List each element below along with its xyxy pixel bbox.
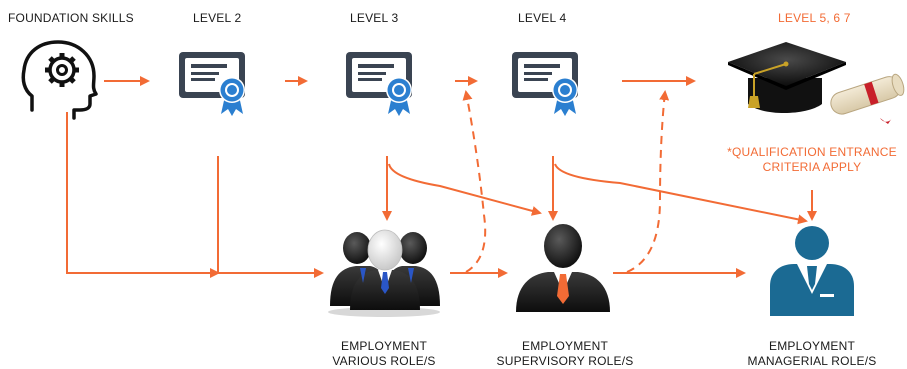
label-employment-supervisory: EMPLOYMENT SUPERVISORY ROLE/S [497, 339, 634, 369]
arrow-level3-to-supervisory [388, 163, 542, 216]
label-level-4: LEVEL 4 [518, 11, 567, 25]
team-group-icon [328, 229, 440, 317]
label-level-3: LEVEL 3 [350, 11, 399, 25]
various-line-2: VARIOUS ROLE/S [332, 354, 436, 368]
label-foundation-skills: FOUNDATION SKILLS [8, 11, 134, 25]
entrance-criteria-note: *QUALIFICATION ENTRANCE CRITERIA APPLY [727, 145, 897, 175]
graduation-cap-diploma-icon [728, 42, 905, 124]
supervisory-line-1: EMPLOYMENT [521, 339, 608, 353]
managerial-line-2: MANAGERIAL ROLE/S [747, 354, 877, 368]
arrow-level2-to-various [217, 156, 324, 278]
dashed-arrow-supervisory-to-level5 [626, 90, 670, 273]
note-line-1: *QUALIFICATION ENTRANCE [727, 145, 897, 159]
arrow-level4-to-managerial [554, 163, 808, 225]
arrow-foundation-to-various [66, 112, 220, 278]
head-gear-icon [21, 40, 98, 120]
label-employment-managerial: EMPLOYMENT MANAGERIAL ROLE/S [748, 339, 877, 369]
label-level-2: LEVEL 2 [193, 11, 242, 25]
certificate-icon-level3 [346, 52, 412, 116]
certificate-icon-level2 [179, 52, 245, 116]
supervisory-line-2: SUPERVISORY ROLE/S [496, 354, 634, 368]
supervisor-icon [516, 224, 610, 312]
various-line-1: EMPLOYMENT [340, 339, 427, 353]
label-level-5-6-7: LEVEL 5, 6 7 [778, 11, 851, 25]
flow-arrows [66, 76, 817, 278]
managerial-line-1: EMPLOYMENT [768, 339, 855, 353]
note-line-2: CRITERIA APPLY [762, 160, 862, 174]
certificate-icon-level4 [512, 52, 578, 116]
label-employment-various: EMPLOYMENT VARIOUS ROLE/S [332, 339, 435, 369]
manager-icon [770, 226, 854, 316]
dashed-arrow-various-to-level4 [462, 90, 487, 273]
